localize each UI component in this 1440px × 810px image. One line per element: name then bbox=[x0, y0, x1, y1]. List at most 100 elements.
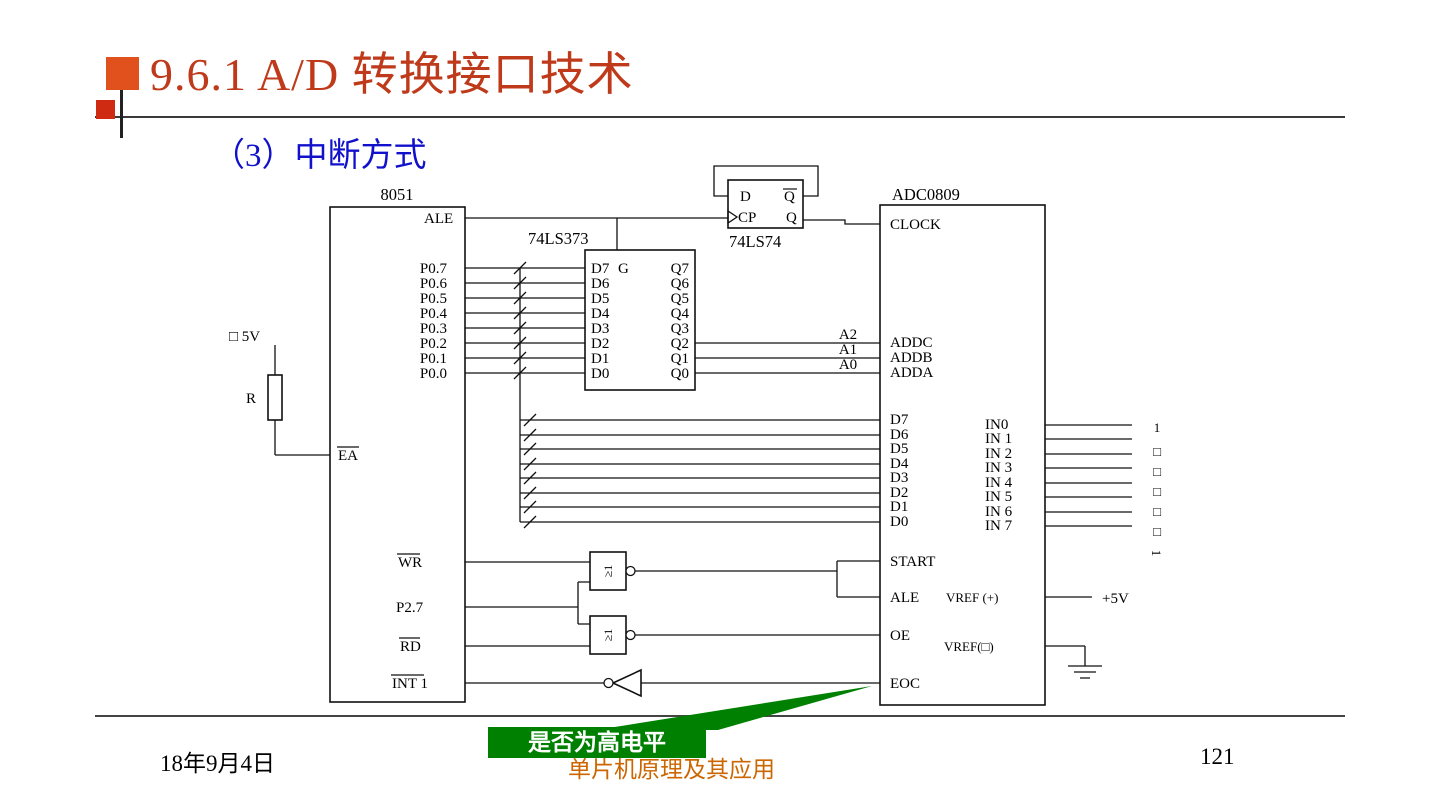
pin-adc-start: START bbox=[890, 554, 935, 570]
pin-8051-ea: EA bbox=[338, 448, 358, 464]
pin-adc-in7: IN 7 bbox=[985, 518, 1013, 534]
wire-ff-feedback-loop bbox=[713, 165, 819, 197]
pin-adc-d5: D5 bbox=[890, 441, 908, 457]
wire-analog-inputs bbox=[1045, 424, 1132, 527]
pin-373-d2: D2 bbox=[591, 336, 609, 352]
pin-adc-d6: D6 bbox=[890, 427, 909, 443]
pin-8051-p00: P0.0 bbox=[420, 366, 447, 382]
pin-373-d4: D4 bbox=[591, 306, 610, 322]
pin-adc-ale: ALE bbox=[890, 590, 919, 606]
or-gate-2-label: ≥1 bbox=[601, 629, 615, 642]
pin-373-q7: Q7 bbox=[671, 261, 690, 277]
slide-subtitle: （3）中断方式 bbox=[212, 138, 427, 174]
decor-square-small bbox=[96, 100, 115, 119]
pin-adc-in3: IN 3 bbox=[985, 460, 1012, 476]
pin-8051-rd: RD bbox=[400, 639, 421, 655]
page-title: 9.6.1 A/D 转换接口技术 bbox=[150, 49, 634, 100]
pin-adc-d4: D4 bbox=[890, 456, 909, 472]
pin-373-q3: Q3 bbox=[671, 321, 689, 337]
pin-373-q5: Q5 bbox=[671, 291, 689, 307]
pin-8051-p02: P0.2 bbox=[420, 336, 447, 352]
clock-edge-marker bbox=[727, 209, 739, 225]
pin-8051-int1: INT 1 bbox=[392, 676, 428, 692]
or-gate-2-body bbox=[589, 615, 627, 655]
pin-adc-vref-pos: VREF (+) bbox=[946, 590, 998, 605]
decor-square-large bbox=[106, 57, 139, 90]
resistor-symbol bbox=[267, 374, 283, 421]
address-label-a1: A1 bbox=[839, 342, 857, 358]
or-gate-2-inversion-bubble bbox=[625, 629, 636, 641]
pin-74-d: D bbox=[740, 189, 751, 205]
pin-8051-p27: P2.7 bbox=[396, 600, 424, 616]
wire-gate1-to-start-ale bbox=[635, 560, 880, 598]
chip-8051-label: 8051 bbox=[381, 185, 414, 204]
bus-slash-marks-data bbox=[523, 413, 537, 529]
pin-adc-in2: IN 2 bbox=[985, 446, 1012, 462]
chip-74ls74-body bbox=[727, 179, 804, 229]
pin-373-q6: Q6 bbox=[671, 276, 690, 292]
pin-373-q4: Q4 bbox=[671, 306, 690, 322]
pin-373-q0: Q0 bbox=[671, 366, 689, 382]
footer-rule bbox=[95, 715, 1345, 717]
chip-74ls373-body bbox=[584, 249, 696, 391]
or-gate-1-body bbox=[589, 551, 627, 591]
pin-373-d1: D1 bbox=[591, 351, 609, 367]
wire-address-lines bbox=[695, 342, 880, 374]
active-low-overbars bbox=[337, 188, 797, 676]
wire-p0-bus-rows bbox=[465, 267, 585, 374]
chip-adc0809-body bbox=[879, 204, 1046, 706]
address-label-a2: A2 bbox=[839, 327, 857, 343]
pin-373-d0: D0 bbox=[591, 366, 609, 382]
channel-glyph-4: □ bbox=[1153, 504, 1161, 519]
pin-adc-d2: D2 bbox=[890, 485, 908, 501]
pin-8051-ale: ALE bbox=[424, 211, 453, 227]
pin-8051-p03: P0.3 bbox=[420, 321, 447, 337]
or-gate-1-label: ≥1 bbox=[601, 565, 615, 578]
address-label-a0: A0 bbox=[839, 357, 857, 373]
inverter-bubble bbox=[603, 677, 614, 689]
pin-373-d5: D5 bbox=[591, 291, 609, 307]
pin-373-d3: D3 bbox=[591, 321, 609, 337]
pin-adc-d0: D0 bbox=[890, 514, 908, 530]
wire-ale-net bbox=[465, 217, 728, 250]
bus-slash-marks-p0 bbox=[513, 261, 527, 380]
chip-74ls74-label: 74LS74 bbox=[729, 232, 781, 251]
wire-data-rows bbox=[520, 419, 880, 523]
pin-8051-p01: P0.1 bbox=[420, 351, 447, 367]
channel-glyph-5: □ bbox=[1153, 524, 1161, 539]
pin-8051-p04: P0.4 bbox=[420, 306, 448, 322]
chip-adc0809-label: ADC0809 bbox=[892, 185, 960, 204]
or-gate-1-inversion-bubble bbox=[625, 565, 636, 577]
pin-74-cp: CP bbox=[738, 210, 756, 226]
pin-373-d6: D6 bbox=[591, 276, 610, 292]
pin-adc-d1: D1 bbox=[890, 499, 908, 515]
pin-adc-oe: OE bbox=[890, 628, 910, 644]
pin-adc-adda: ADDA bbox=[890, 365, 933, 381]
pullup-5v-label: □ 5V bbox=[229, 329, 260, 345]
plus-5v-label: +5V bbox=[1102, 591, 1129, 607]
channel-glyph-3: □ bbox=[1153, 484, 1161, 499]
pin-adc-addb: ADDB bbox=[890, 350, 933, 366]
pin-adc-vref-neg: VREF(□) bbox=[944, 639, 994, 654]
pin-adc-d3: D3 bbox=[890, 470, 908, 486]
pin-74-q: Q bbox=[786, 210, 797, 226]
wire-p27 bbox=[465, 581, 590, 625]
inverter-triangle bbox=[611, 668, 642, 698]
pin-373-q1: Q1 bbox=[671, 351, 689, 367]
pin-373-q2: Q2 bbox=[671, 336, 689, 352]
chip-8051-body bbox=[329, 206, 466, 703]
pin-8051-p07: P0.7 bbox=[420, 261, 448, 277]
pin-8051-p06: P0.6 bbox=[420, 276, 448, 292]
title-underline bbox=[95, 116, 1345, 118]
wire-ff-q-to-clock bbox=[803, 219, 880, 225]
pin-373-g: G bbox=[618, 261, 629, 277]
pin-74-qbar: Q bbox=[784, 189, 795, 205]
pin-373-d7: D7 bbox=[591, 261, 610, 277]
pin-adc-addc: ADDC bbox=[890, 335, 933, 351]
channel-glyph-6: 1 bbox=[1149, 550, 1164, 557]
footer-page-number: 121 bbox=[1200, 744, 1235, 769]
channel-glyph-0: 1 bbox=[1154, 420, 1161, 435]
chip-74ls373-label: 74LS373 bbox=[528, 229, 589, 248]
wire-ea-pullup bbox=[274, 345, 330, 456]
